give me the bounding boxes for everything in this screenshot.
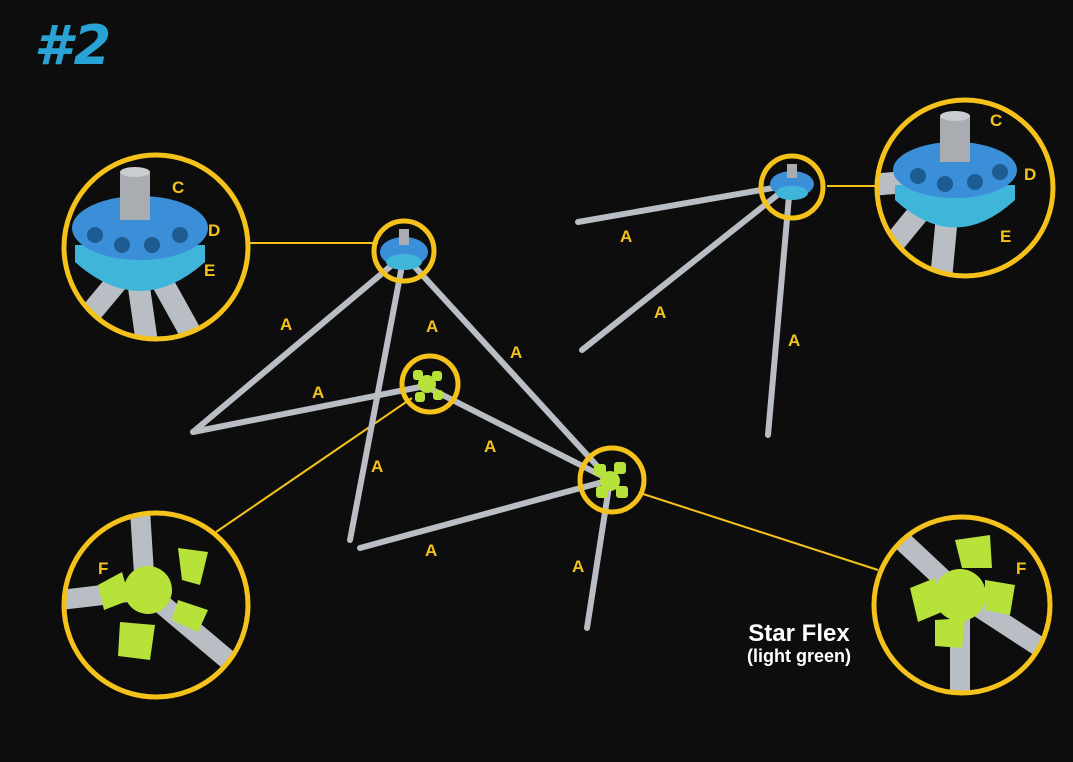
callout-lines [215,185,880,571]
rod-label: A [425,541,437,560]
flex-label: F [1016,559,1026,578]
rod-label: A [371,457,383,476]
rod-label: A [620,227,632,246]
zoom-callout-star-flex-left [61,510,251,700]
rod-label: A [484,437,496,456]
left-structure-rods [190,252,613,631]
star-flex-middle [413,370,443,402]
highlight-rings [371,153,826,515]
blue-hub-right [770,164,814,200]
base-label: E [204,261,215,280]
blue-hub-left [380,229,428,270]
part-labels: A A A A A A A A A A A C D E C D E F F [98,111,1036,578]
legend-desc: (light green) [747,646,851,666]
rod-label: A [510,343,522,362]
rod-label: A [426,317,438,336]
right-structure-rods [575,182,793,438]
zoom-callout-blue-hub-right [874,97,1056,279]
rod-label: A [654,303,666,322]
base-label: E [1000,227,1011,246]
rod-label: A [312,383,324,402]
cap-label: C [990,111,1002,130]
flex-label: F [98,559,108,578]
star-flex-legend: Star Flex (light green) [724,620,874,667]
zoom-callout-star-flex-right [871,514,1053,696]
rod-label: A [788,331,800,350]
legend-name: Star Flex [748,620,850,647]
rod-label: A [572,557,584,576]
zoom-callout-blue-hub-left [61,152,251,342]
star-flex-bottom [594,462,628,498]
rod-label: A [280,315,292,334]
cap-label: C [172,178,184,197]
step-number: #2 [34,14,114,77]
disk-label: D [1024,165,1036,184]
disk-label: D [208,221,220,240]
